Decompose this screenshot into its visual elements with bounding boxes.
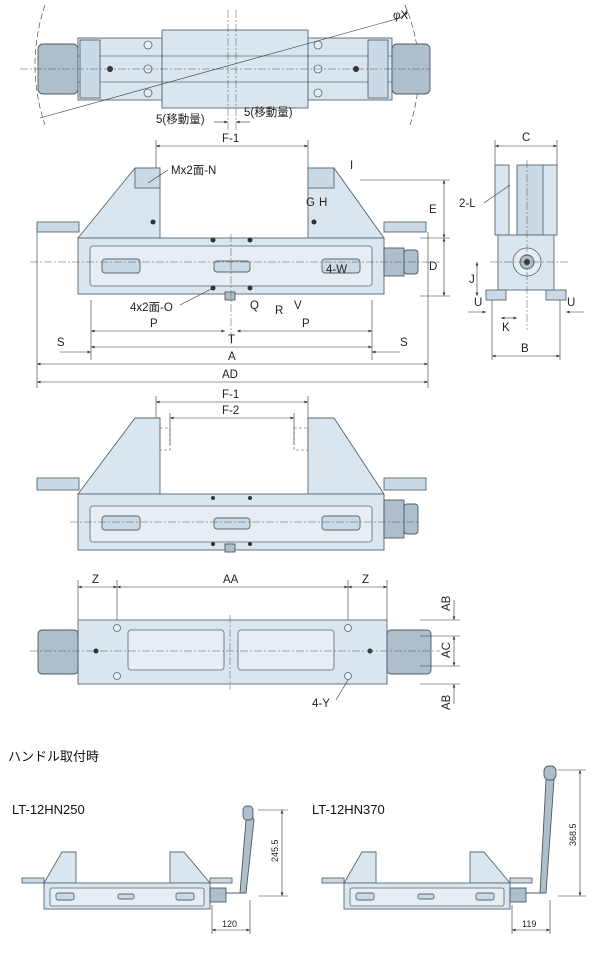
s-left-label: S [57,337,65,349]
bottom-view [30,580,460,704]
side-view [468,140,584,360]
v-label: V [294,300,302,312]
stroke-left-label: 5(移動量) [156,112,205,126]
ac-label: AC [441,642,453,658]
r-label: R [275,305,283,317]
left-model-label: LT-12HN250 [12,802,85,817]
s-right-label: S [400,337,408,349]
right-handle-vise [321,765,586,934]
a-label: A [228,351,236,363]
u-right-label: U [567,297,575,309]
w-label: 4-W [326,264,347,276]
k-label: K [502,322,510,334]
right-model-label: LT-12HN370 [312,802,385,817]
right-height-label: 368.5 [568,823,578,846]
phi-x-label: φX [393,10,408,22]
left-width-label: 120 [222,919,237,929]
f2-second-label: F-2 [222,405,239,417]
h-label: H [319,197,327,209]
front-view [30,140,450,388]
z-right-label: Z [362,574,369,586]
g-label: G [306,197,315,209]
ad-label: AD [222,369,238,381]
t-label: T [228,334,235,346]
j-label: J [469,274,475,286]
l-label: 2-L [459,198,476,210]
u-left-label: U [474,297,482,309]
q-label: Q [250,300,259,312]
ab-top-label: AB [441,595,453,611]
ab-bottom-label: AB [441,694,453,710]
f1-label: F-1 [222,133,239,145]
left-handle-vise [21,805,288,934]
y-label: 4-Y [312,698,330,710]
c-label: C [522,132,530,144]
aa-label: AA [223,574,239,586]
second-view [36,396,427,553]
i-label: I [350,160,353,172]
f1-second-label: F-1 [222,389,239,401]
stroke-right-label: 5(移動量) [244,105,293,119]
right-width-label: 119 [522,919,536,929]
b-label: B [521,343,529,355]
p-right-label: P [302,318,310,330]
e-label: E [429,204,437,216]
p-left-label: P [150,318,158,330]
left-height-label: 245.5 [270,839,280,862]
o-label: 4x2面-O [130,302,173,314]
z-left-label: Z [92,574,99,586]
d-label: D [429,261,437,273]
handle-section-heading: ハンドル取付時 [8,749,99,764]
top-view [20,4,431,130]
mx2-label: Mx2面-N [171,165,216,177]
